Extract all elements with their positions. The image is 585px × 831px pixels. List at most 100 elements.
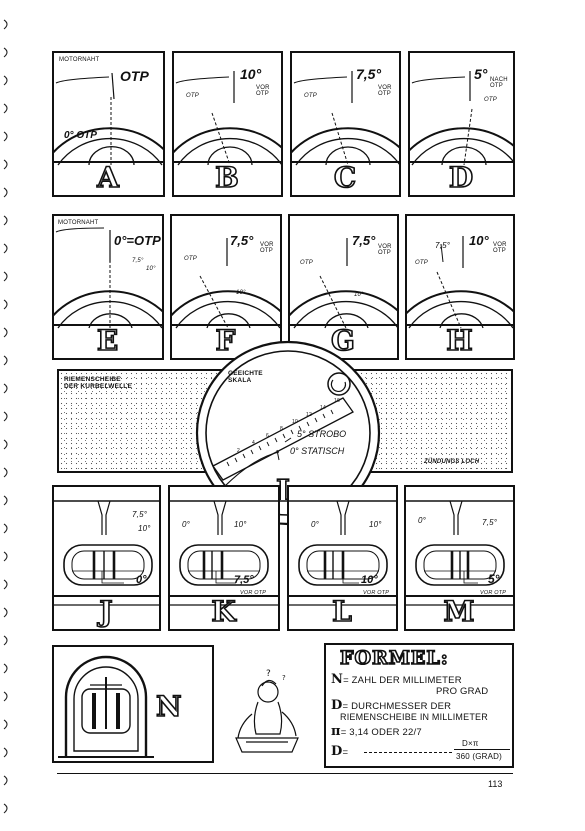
label-degrees: 7,5° [230,233,254,248]
panel-letter-n: N [155,690,183,723]
label-statisch: 0° STATISCH [290,446,345,456]
label-zuendungs-loch: ZÜNDUNGS LOCH [424,459,480,465]
panel-letter: K [211,595,237,628]
label-10: 10° [236,290,246,296]
letter-bar-e: E [54,324,162,358]
panel-h: 7,5° 10° VOR OTP OTP H [405,214,515,360]
panel-f: 7,5° VOR OTP OTP 10° F [170,214,282,360]
formula-key-pi: π [331,724,341,739]
label-riemenscheibe: RIEMENSCHEIBE DER KURBELWELLE [64,376,132,390]
panel-letter: A [96,161,120,194]
pulley-diagram-d [410,71,513,166]
panel-e: MOTORNAHT 0°=OTP 7,5° 10° E [52,214,164,360]
label-10: 10° [146,266,156,272]
scale-tick-14: 14 [320,405,326,411]
formula-fraction-bar [454,749,510,750]
letter-bar-l: L [289,595,396,629]
letter-bar-j: J [54,595,159,629]
footer-rule [57,773,513,774]
label-otp: OTP [304,93,317,99]
scale-circle [195,340,381,526]
letter-bar-d: D [410,161,513,195]
label-7-5: 7,5° [435,241,451,250]
label-vor-otp: VOR OTP [240,590,267,596]
label-degrees: 5° [474,66,488,82]
label-vor-otp: VOR OTP [363,590,390,596]
panel-letter: B [214,161,240,194]
formula-text-d: = DURCHMESSER DER [342,701,452,712]
page-number: 113 [488,779,503,789]
label-geeichte-skala: GEEICHTE SKALA [228,370,263,384]
label-10-bottom: 10° [361,574,378,586]
pulley-diagram-g [290,238,397,329]
label-10-top: 10° [369,520,382,529]
panel-k: 0° 10° 7,5° VOR OTP K [168,485,280,631]
label-10: 10° [354,292,364,298]
label-degrees: 10° [469,233,489,248]
formula-key-n: N [331,672,344,687]
pulley-diagram-a [54,72,163,166]
panel-letter: E [96,324,120,357]
label-10: 10° [234,520,247,529]
label-vor-otp: VOR OTP [480,590,507,596]
letter-bar-f: F [172,324,280,358]
label-vor-otp: VOR OTP [260,242,274,254]
label-motornaht: MOTORNAHT [59,57,100,63]
panel-letter: D [448,161,475,194]
label-7-5: 7,5° [234,574,254,586]
formula-denominator: 360 (GRAD) [456,752,503,761]
pulley-diagram-e [54,227,162,329]
svg-text:?: ? [282,674,286,682]
panel-c: 7,5° VOR OTP OTP C [290,51,401,197]
pulley-diagram-b [174,71,281,166]
letter-bar-a: A [54,161,163,195]
scale-tick-10: 10 [292,419,298,425]
label-zero: 0° [182,520,191,529]
panel-letter: G [330,324,356,357]
pulley-diagram-h [407,236,513,329]
letter-bar-g: G [290,324,397,358]
mechanic-illustration: ? ? [235,669,299,753]
panel-n: N [52,645,214,763]
panel-letter: C [333,161,358,194]
spiral-binding [3,19,8,814]
label-five: 5° [488,572,500,586]
label-strobo: 5° STROBO [297,429,347,439]
panel-g: 7,5° VOR OTP OTP 10° G [288,214,399,360]
formula-numerator: D×π [462,739,479,748]
label-degrees: 7,5° [356,66,382,82]
label-otp: OTP [300,260,313,266]
label-vor-otp: VOR OTP [378,244,392,256]
label-zero: 0° [311,520,320,529]
label-otp: OTP [415,260,428,266]
formula-line-n: N= ZAHL DER MILLIMETER [331,672,462,687]
panel-letter: F [215,324,237,357]
formula-equals: = [342,747,349,758]
label-otp: OTP [484,97,497,103]
label-zero: 0° [136,574,147,586]
label-degrees: 10° [240,66,262,82]
pulley-diagram-m [406,500,513,606]
pulley-diagram-c [292,71,399,166]
formula-text-pi: = 3,14 ODER 22/7 [340,727,422,738]
pulley-diagram-l [289,500,396,606]
formula-text-n: = ZAHL DER MILLIMETER [343,675,462,686]
label-otp: OTP [184,256,197,262]
label-vor-otp: VOR OTP [378,85,392,97]
formula-dash-line [364,752,452,753]
label-vor-otp: VOR OTP [493,242,507,254]
label-motornaht: MOTORNAHT [58,220,99,226]
formula-key-d: D [331,698,343,713]
scale-tick-2: 2 [237,448,240,454]
scale-tick-16: 16 [334,398,340,404]
formula-line-pi: π= 3,14 ODER 22/7 [331,724,422,739]
label-7-5: 7,5° [132,510,148,519]
label-vor-otp: VOR OTP [256,85,270,97]
letter-bar-m: M [406,595,513,629]
letter-bar-c: C [292,161,399,195]
pulley-diagram-k [170,500,278,606]
scale-tick-12: 12 [306,412,312,418]
formula-line-d-cont: RIEMENSCHEIBE IN MILLIMETER [340,712,488,722]
panel-l: 0° 10° 10° VOR OTP L [287,485,398,631]
formula-line-d: D= DURCHMESSER DER [331,698,451,713]
